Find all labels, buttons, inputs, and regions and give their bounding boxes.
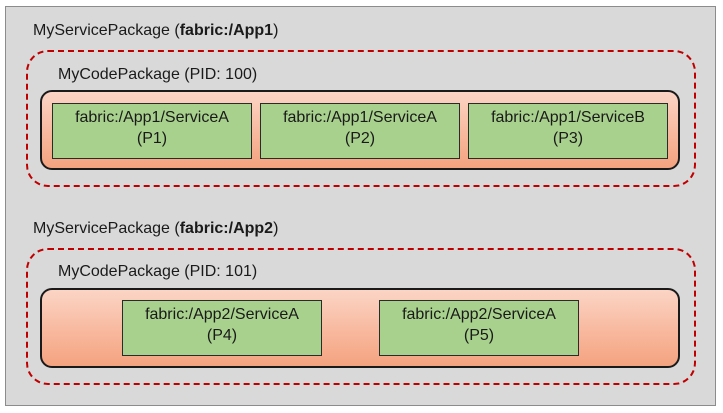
service-package-app-name: fabric:/App2 <box>179 220 274 237</box>
replica-p4: fabric:/App2/ServiceA (P4) <box>122 300 322 356</box>
service-package-title-suffix: ) <box>273 22 279 39</box>
replica-service-name: fabric:/App1/ServiceA <box>283 109 437 126</box>
service-package-app-name: fabric:/App1 <box>179 22 274 39</box>
code-package-2 <box>26 248 696 385</box>
service-package-title-2: MyServicePackage (fabric:/App2) <box>33 219 278 239</box>
replica-partition: (P2) <box>344 130 376 147</box>
replica-partition: (P1) <box>136 130 168 147</box>
replica-partition: (P5) <box>463 327 495 344</box>
replica-partition: (P3) <box>552 130 584 147</box>
replica-service-name: fabric:/App2/ServiceA <box>402 306 556 323</box>
replica-service-name: fabric:/App1/ServiceB <box>491 109 645 126</box>
replica-service-name: fabric:/App1/ServiceA <box>75 109 229 126</box>
replica-service-name: fabric:/App2/ServiceA <box>145 306 299 323</box>
replica-p5: fabric:/App2/ServiceA (P5) <box>379 300 579 356</box>
replica-partition: (P4) <box>206 327 238 344</box>
replica-p2: fabric:/App1/ServiceA (P2) <box>260 103 460 159</box>
service-package-title-prefix: MyServicePackage ( <box>33 22 180 39</box>
service-package-title-prefix: MyServicePackage ( <box>33 220 180 237</box>
code-package-1 <box>26 50 696 187</box>
code-package-title-1: MyCodePackage (PID: 100) <box>58 66 258 83</box>
service-package-title-1: MyServicePackage (fabric:/App1) <box>33 21 278 41</box>
replica-p1: fabric:/App1/ServiceA (P1) <box>52 103 252 159</box>
code-package-title-2: MyCodePackage (PID: 101) <box>58 263 258 280</box>
service-package-title-suffix: ) <box>273 220 279 237</box>
replica-p3: fabric:/App1/ServiceB (P3) <box>468 103 668 159</box>
diagram-canvas: MyServicePackage (fabric:/App1) MyCodePa… <box>5 6 716 406</box>
